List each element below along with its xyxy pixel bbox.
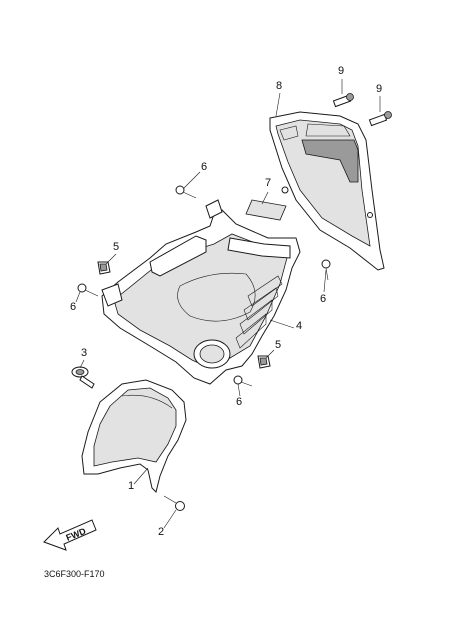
bolt-part-9b <box>368 111 392 127</box>
screw-part-2 <box>163 495 185 511</box>
fwd-label: FWD <box>65 526 88 543</box>
callout-4: 4 <box>296 320 303 332</box>
callout-7: 7 <box>265 177 272 189</box>
leader-lines <box>75 79 381 529</box>
screw-part-6a <box>175 185 197 199</box>
bolt-part-9a <box>332 93 354 108</box>
callout-8: 8 <box>276 80 283 92</box>
screw-part-6b <box>77 283 99 297</box>
callout-5: 5 <box>275 339 282 351</box>
callout-6: 6 <box>201 161 208 173</box>
clip-nut-part-5b <box>257 355 271 369</box>
callout-3: 3 <box>81 347 88 359</box>
drawing-code: 3C6F300-F170 <box>44 569 105 579</box>
callout-6: 6 <box>320 293 327 305</box>
screw-part-6c <box>321 259 331 281</box>
side-cover-panel-part <box>269 111 385 271</box>
grommet-part <box>71 366 95 389</box>
callout-9: 9 <box>338 65 345 77</box>
screw-part-6d <box>233 375 253 387</box>
callout-9: 9 <box>376 83 383 95</box>
clip-nut-part-5a <box>97 261 111 275</box>
callout-1: 1 <box>128 480 135 492</box>
callout-2: 2 <box>158 526 165 538</box>
under-cowling-part <box>101 199 301 385</box>
cover-part <box>81 379 187 493</box>
callout-6: 6 <box>236 396 243 408</box>
callout-6: 6 <box>70 301 77 313</box>
label-decal-part <box>245 199 287 221</box>
fwd-arrow-icon: FWD <box>43 519 97 551</box>
callout-5: 5 <box>113 241 120 253</box>
